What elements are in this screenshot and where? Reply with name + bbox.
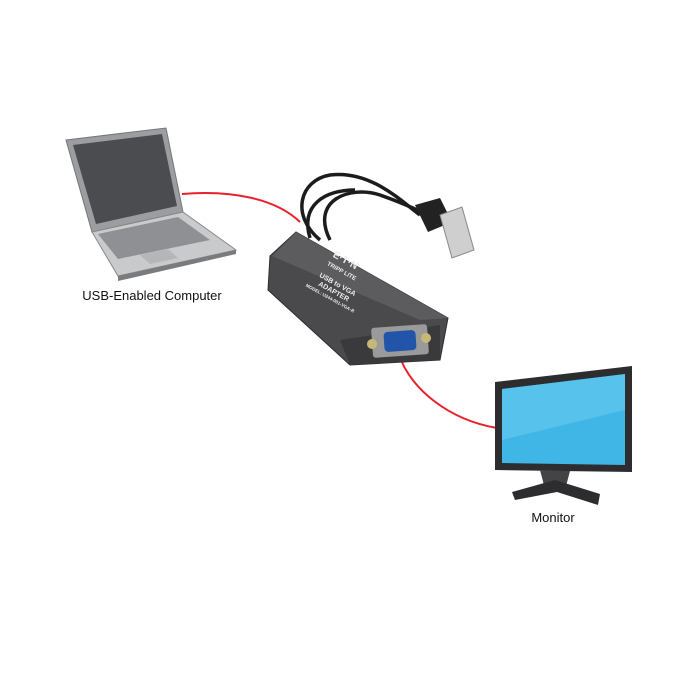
- vga-port-icon: [367, 324, 431, 358]
- usb-vga-adapter: E·T·N TRIPP LITE USB to VGA ADAPTER MODE…: [267, 231, 449, 366]
- computer-label: USB-Enabled Computer: [82, 288, 222, 303]
- adapter-to-monitor-line: [397, 351, 498, 429]
- monitor-label: Monitor: [531, 510, 575, 525]
- usb-plug-icon: [415, 198, 475, 259]
- laptop-icon: [65, 127, 238, 281]
- computer-to-adapter-line: [181, 192, 301, 223]
- monitor-icon: [495, 366, 632, 505]
